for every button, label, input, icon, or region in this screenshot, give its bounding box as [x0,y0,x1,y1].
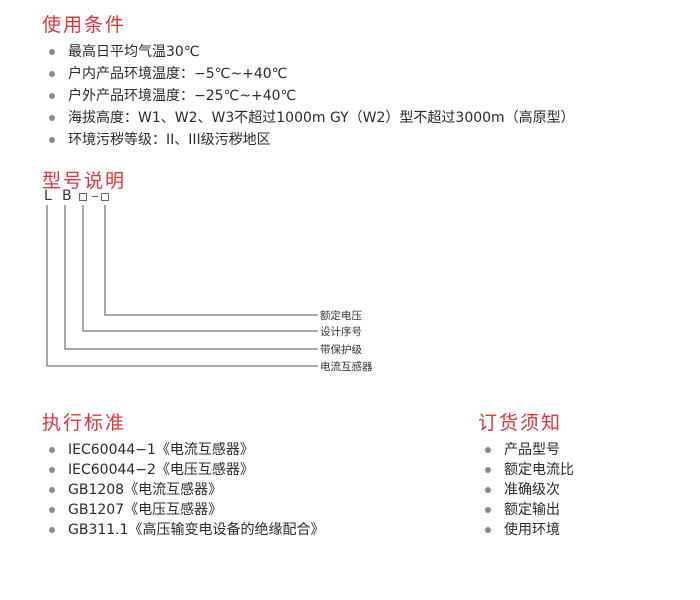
list-item-text: 准确级次 [504,482,560,498]
bullet-icon [485,467,491,473]
list-item-text: 使用环境 [504,522,560,538]
leader-line-rated-voltage [104,205,318,316]
list-item: 准确级次 [478,480,574,500]
placeholder-box-icon [79,193,87,201]
leader-line-ct [46,205,318,367]
model-heading: 型号说明 [42,170,127,192]
ordering-list: 产品型号 额定电流比 准确级次 额定输出 使用环境 [478,440,574,540]
standards-list: IEC60044−1《电流互感器》 IEC60044−2《电压互感器》 GB12… [42,440,325,540]
list-item: 额定电流比 [478,460,574,480]
conditions-list: 最高日平均气温30℃ 户内产品环境温度：−5℃~+40℃ 户外产品环境温度：−2… [42,41,575,151]
list-item-text: 额定输出 [504,502,560,518]
ordering-heading: 订货须知 [478,412,563,434]
bullet-icon [485,527,491,533]
list-item: 户内产品环境温度：−5℃~+40℃ [42,63,575,85]
list-item: GB1208《电流互感器》 [42,480,325,500]
list-item-text: 最高日平均气温30℃ [68,44,200,60]
bullet-icon [49,71,55,77]
code-dash [92,196,98,197]
bullet-icon [49,447,55,453]
placeholder-box-icon [101,193,109,201]
list-item-text: GB311.1《高压输变电设备的绝缘配合》 [68,522,325,538]
bullet-icon [485,487,491,493]
list-item: IEC60044−2《电压互感器》 [42,460,325,480]
list-item: IEC60044−1《电流互感器》 [42,440,325,460]
list-item-text: GB1208《电流互感器》 [68,482,223,498]
list-item-text: 户内产品环境温度：−5℃~+40℃ [68,66,288,82]
list-item-text: IEC60044−2《电压互感器》 [68,462,254,478]
code-letter-b: B [62,188,72,204]
list-item-text: GB1207《电压互感器》 [68,502,223,518]
list-item: 额定输出 [478,500,574,520]
bullet-icon [49,487,55,493]
list-item-text: IEC60044−1《电流互感器》 [68,442,254,458]
bullet-icon [49,49,55,55]
list-item: 环境污秽等级：II、III级污秽地区 [42,129,575,151]
bullet-icon [485,447,491,453]
leader-line-protection [64,205,318,350]
bullet-icon [49,137,55,143]
leader-line-design-number [82,205,318,332]
bullet-icon [485,507,491,513]
bullet-icon [49,507,55,513]
list-item: 使用环境 [478,520,574,540]
list-item: 户外产品环境温度：−25℃~+40℃ [42,85,575,107]
list-item-text: 海拔高度：W1、W2、W3不超过1000m GY（W2）型不超过3000m（高原… [68,110,575,126]
code-letter-l: L [44,188,52,204]
list-item: GB311.1《高压输变电设备的绝缘配合》 [42,520,325,540]
standards-heading: 执行标准 [42,412,127,434]
label-rated-voltage: 额定电压 [320,310,362,322]
list-item-text: 产品型号 [504,442,560,458]
label-protection-level: 带保护级 [320,344,362,356]
bullet-icon [49,527,55,533]
list-item-text: 户外产品环境温度：−25℃~+40℃ [68,88,297,104]
conditions-heading: 使用条件 [42,14,127,36]
list-item: 产品型号 [478,440,574,460]
list-item: 海拔高度：W1、W2、W3不超过1000m GY（W2）型不超过3000m（高原… [42,107,575,129]
list-item-text: 额定电流比 [504,462,574,478]
list-item-text: 环境污秽等级：II、III级污秽地区 [68,132,271,148]
bullet-icon [49,93,55,99]
label-current-transformer: 电流互感器 [320,361,373,373]
list-item: GB1207《电压互感器》 [42,500,325,520]
bullet-icon [49,467,55,473]
list-item: 最高日平均气温30℃ [42,41,575,63]
label-design-number: 设计序号 [320,326,362,338]
bullet-icon [49,115,55,121]
